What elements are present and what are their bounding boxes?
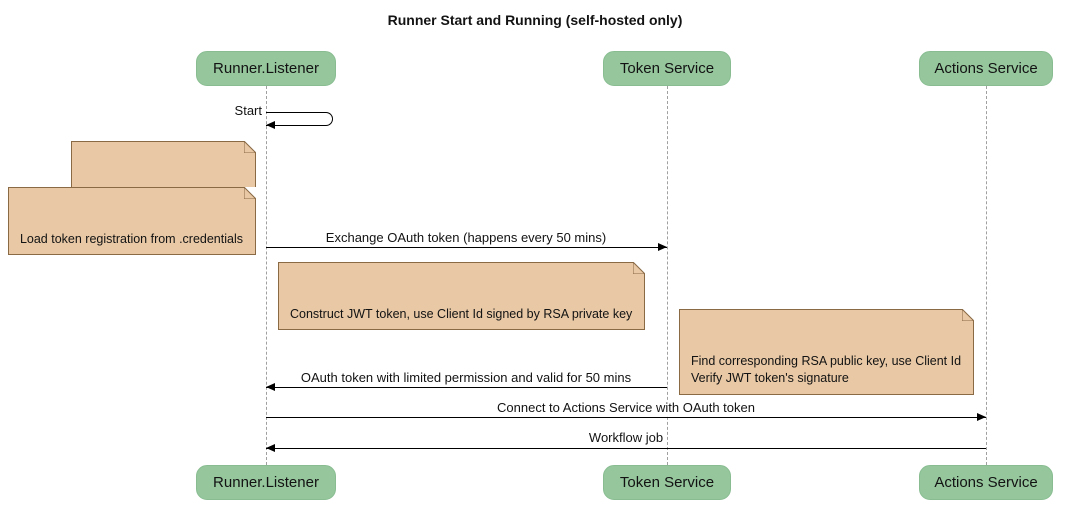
actor-token-service-top: Token Service bbox=[603, 51, 731, 86]
arrowhead-right-icon bbox=[658, 243, 667, 251]
actor-label: Actions Service bbox=[934, 60, 1038, 77]
actor-actions-service-top: Actions Service bbox=[919, 51, 1053, 86]
note-fold-icon bbox=[244, 187, 256, 199]
actor-runner-listener-bottom: Runner.Listener bbox=[196, 465, 336, 500]
note-text: Find corresponding RSA public key, use C… bbox=[691, 353, 962, 386]
message-line-connect-actions bbox=[266, 417, 986, 419]
message-label-workflow-job: Workflow job bbox=[585, 430, 667, 445]
note-construct-jwt: Construct JWT token, use Client Id signe… bbox=[278, 262, 646, 331]
actor-label: Actions Service bbox=[934, 474, 1038, 491]
note-text: Construct JWT token, use Client Id signe… bbox=[290, 306, 633, 321]
note-fold-icon bbox=[962, 309, 975, 321]
message-line-workflow-job bbox=[266, 447, 986, 449]
actor-label: Runner.Listener bbox=[213, 474, 319, 491]
note-verify-jwt: Find corresponding RSA public key, use C… bbox=[679, 309, 975, 395]
message-label-start: Start bbox=[234, 103, 262, 118]
message-label-exchange-oauth: Exchange OAuth token (happens every 50 m… bbox=[322, 230, 610, 245]
message-label-connect-actions: Connect to Actions Service with OAuth to… bbox=[494, 400, 758, 415]
message-line-oauth-token-back bbox=[266, 387, 667, 389]
lifeline-runner-listener bbox=[265, 86, 267, 465]
arrowhead-left-icon bbox=[266, 120, 275, 129]
actor-runner-listener-top: Runner.Listener bbox=[196, 51, 336, 86]
note-fold-icon bbox=[633, 262, 646, 274]
lifeline-token-service bbox=[666, 86, 668, 465]
note-text: Load token registration from .credential… bbox=[19, 231, 243, 246]
actor-label: Token Service bbox=[619, 60, 715, 77]
actor-label: Token Service bbox=[619, 474, 715, 491]
arrowhead-left-icon bbox=[266, 443, 275, 452]
note-fold-icon bbox=[244, 141, 256, 153]
message-line-exchange-oauth bbox=[266, 247, 667, 249]
lifeline-actions-service bbox=[985, 86, 987, 465]
actor-token-service-bottom: Token Service bbox=[603, 465, 731, 500]
arrowhead-left-icon bbox=[266, 383, 275, 391]
actor-actions-service-bottom: Actions Service bbox=[919, 465, 1053, 500]
message-label-oauth-token-back: OAuth token with limited permission and … bbox=[297, 370, 635, 385]
actor-label: Runner.Listener bbox=[213, 60, 319, 77]
diagram-title: Runner Start and Running (self-hosted on… bbox=[387, 12, 683, 28]
arrowhead-right-icon bbox=[977, 413, 986, 421]
note-load-token-registration: Load token registration from .credential… bbox=[7, 187, 256, 256]
self-message-loop bbox=[266, 112, 333, 126]
